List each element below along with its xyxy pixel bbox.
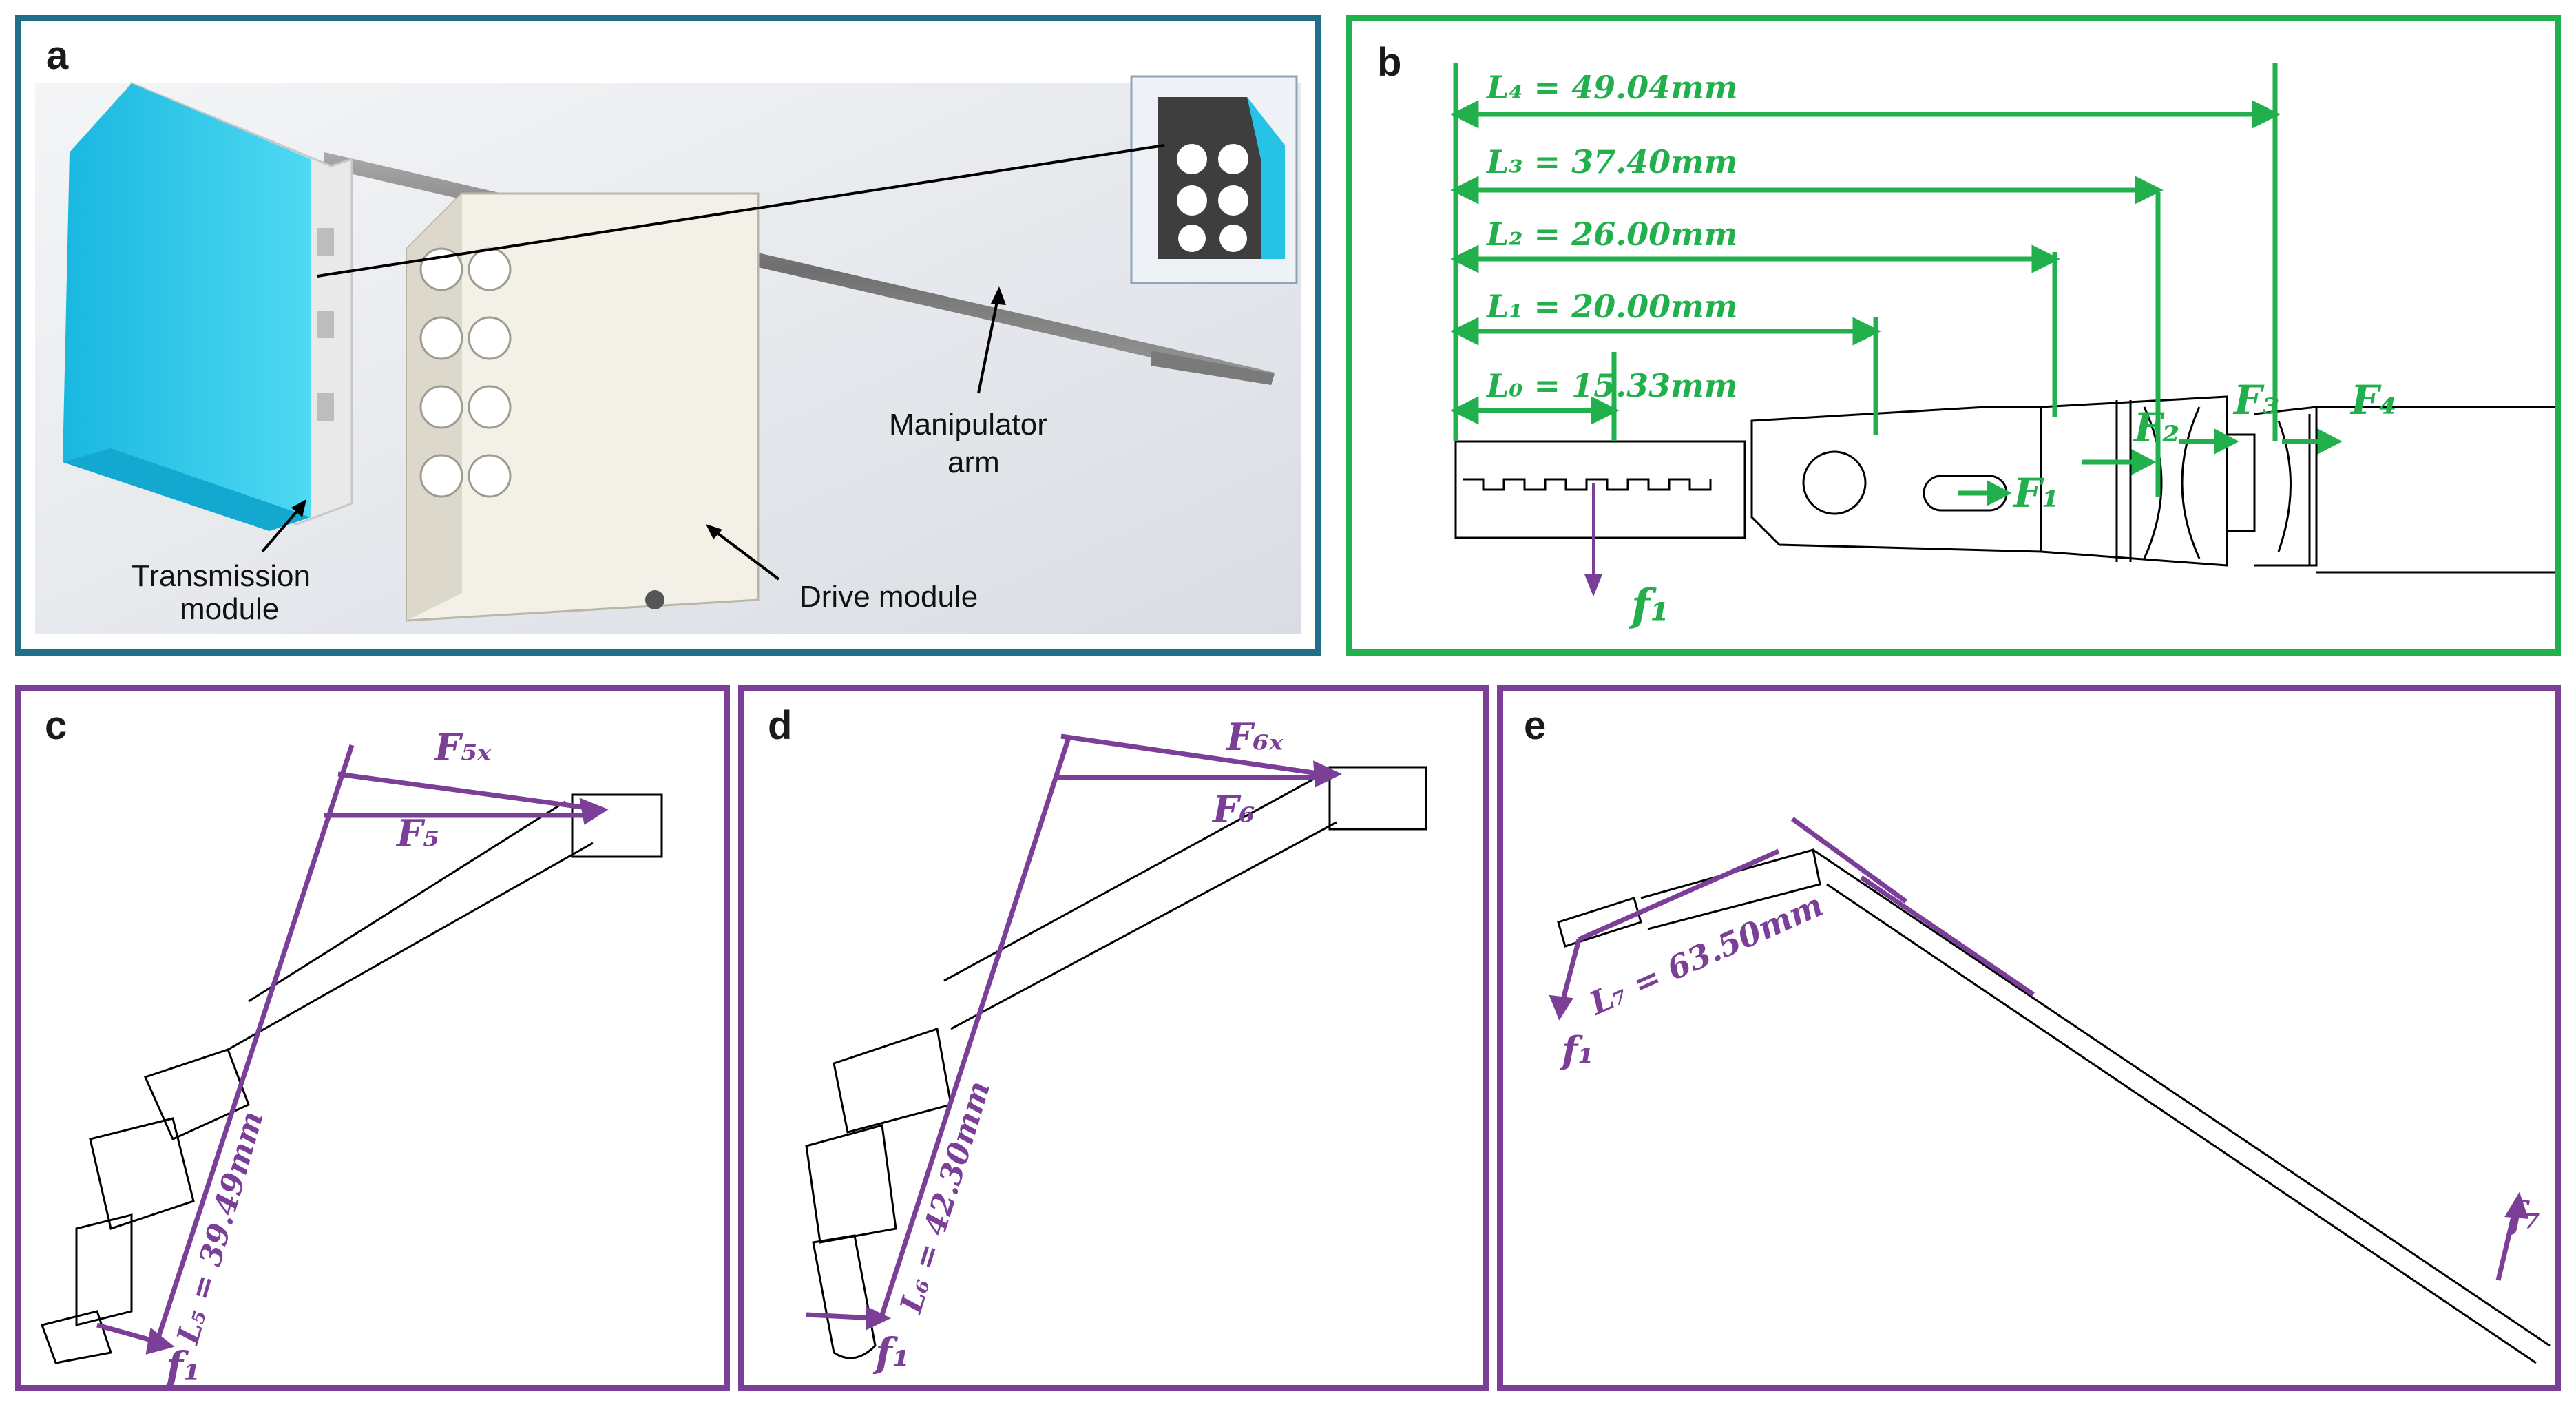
dim-label-l1: L₁ = 20.00mm bbox=[1485, 288, 1737, 325]
panel-d-label: d bbox=[768, 703, 793, 748]
force-label-F6: F₆ bbox=[1211, 787, 1255, 831]
force-label-f1: f₁ bbox=[163, 1343, 200, 1385]
panel-e-diagram: f₁ f₇ L₇ = 63.50mm bbox=[1549, 817, 2551, 1364]
drive-label: Drive module bbox=[799, 580, 978, 614]
panel-a-label: a bbox=[46, 33, 69, 78]
inset-pointer-line bbox=[317, 144, 1165, 278]
force-label-F2: F₂ bbox=[2133, 404, 2180, 451]
dim-label-l4: L₄ = 49.04mm bbox=[1485, 69, 1737, 106]
force-label-F6X: F₆ₓ bbox=[1225, 715, 1284, 759]
panel-b-label: b bbox=[1377, 40, 1402, 85]
force-label-F3: F₃ bbox=[2232, 377, 2280, 424]
force-label-f1: f₁ bbox=[872, 1329, 910, 1376]
panel-b: b bbox=[1346, 15, 2561, 656]
transmission-module bbox=[63, 81, 353, 531]
force-label-F5X: F₅ₓ bbox=[433, 725, 492, 769]
dim-label-l2: L₂ = 26.00mm bbox=[1485, 216, 1737, 253]
panel-e-label: e bbox=[1524, 703, 1547, 748]
f1-arrow bbox=[1584, 483, 1602, 597]
force-label-f7: f₇ bbox=[2506, 1194, 2541, 1238]
force-lines-d bbox=[806, 733, 1343, 1331]
panel-c-diagram: F₅ₓ F₅ f₁ L₅ = 39.49mm bbox=[41, 725, 663, 1385]
panel-a-illustration: Manipulator arm Transmission module Driv… bbox=[35, 75, 1301, 634]
panel-d: d F₆ₓ F₆ f₁ L₆ = 42.30mm bbox=[738, 685, 1489, 1391]
drive-module bbox=[406, 192, 760, 622]
force-lines-e bbox=[1549, 817, 2528, 1281]
manipulator-pointer bbox=[977, 291, 1001, 394]
inset-view bbox=[1130, 75, 1298, 284]
dimension-lines bbox=[1450, 63, 2343, 506]
panel-e: e f₁ f₇ L₇ = 63.50mm bbox=[1497, 685, 2561, 1391]
panel-b-diagram: L₀ = 15.33mm L₁ = 20.00mm L₂ = 26.00mm L… bbox=[1450, 63, 2555, 632]
force-label-F4: F₄ bbox=[2349, 377, 2397, 424]
dim-label-l0: L₀ = 15.33mm bbox=[1485, 367, 1737, 404]
drive-pointer bbox=[709, 526, 780, 581]
shaft-tip bbox=[1151, 351, 1275, 385]
transmission-label-2: module bbox=[180, 592, 279, 626]
manipulator-label-2: arm bbox=[947, 446, 1000, 479]
force-label-F1: F₁ bbox=[2012, 470, 2060, 517]
dim-label-l7: L₇ = 63.50mm bbox=[1583, 886, 1829, 1022]
panel-c: c F₅ₓ F₅ f₁ L₅ = 39.49mm bbox=[15, 685, 730, 1391]
transmission-label-1: Transmission bbox=[132, 559, 311, 593]
panel-a: a bbox=[15, 15, 1321, 656]
force-label-f1: f₁ bbox=[1559, 1028, 1594, 1072]
dim-label-l3: L₃ = 37.40mm bbox=[1485, 143, 1737, 180]
force-lines-c bbox=[96, 744, 609, 1355]
manipulator-label-1: Manipulator bbox=[889, 408, 1047, 441]
force-label-F5: F₅ bbox=[395, 811, 439, 855]
panel-c-label: c bbox=[45, 703, 67, 748]
force-label-f1: f₁ bbox=[1629, 580, 1670, 632]
panel-d-diagram: F₆ₓ F₆ f₁ L₆ = 42.30mm bbox=[805, 715, 1427, 1376]
